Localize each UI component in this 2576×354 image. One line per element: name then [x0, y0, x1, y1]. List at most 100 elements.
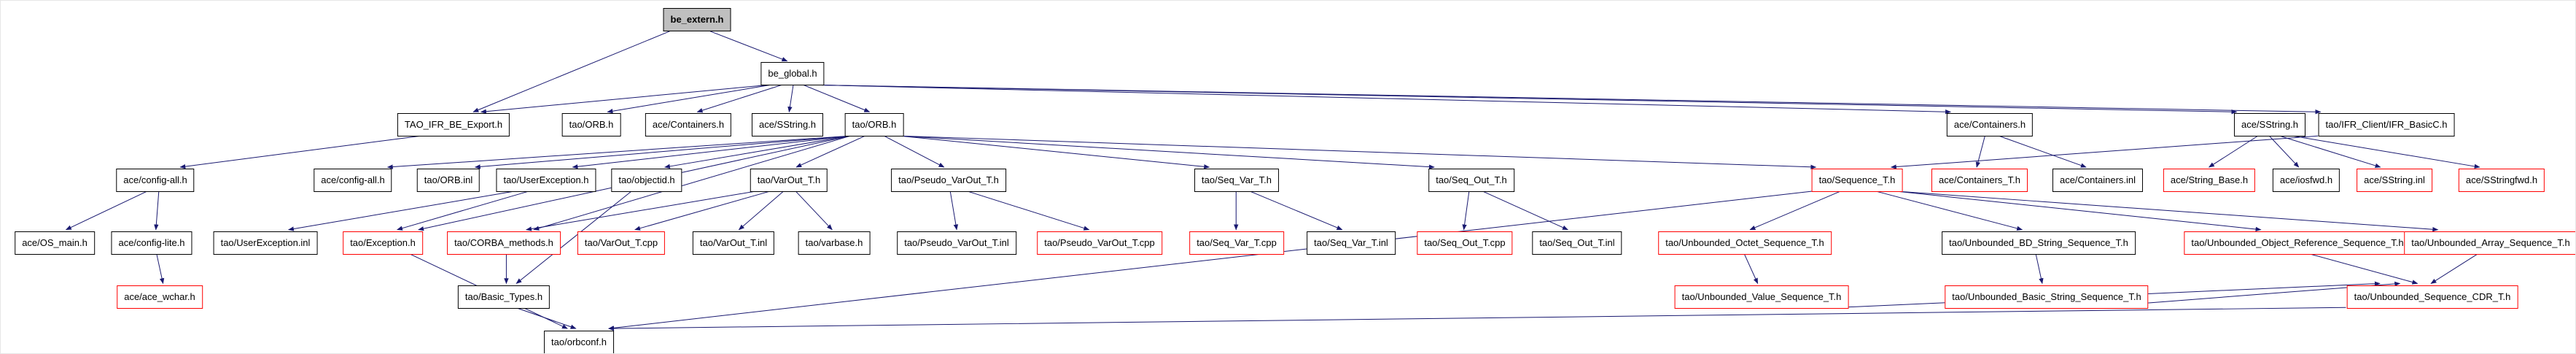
include-edge-containers_r-containers_inl: [1999, 135, 2087, 168]
graph-node-config_all_a[interactable]: ace/config-all.h: [116, 169, 195, 192]
include-edge-seq_out-seq_out_cpp: [1462, 191, 1470, 231]
graph-node-sstring_inl[interactable]: ace/SString.inl: [2357, 169, 2432, 192]
graph-node-be_extern: be_extern.h: [663, 8, 731, 31]
include-edge-be_global-containers_r: [821, 85, 1952, 115]
graph-node-varout_inl[interactable]: tao/VarOut_T.inl: [692, 231, 775, 255]
include-edge-be_global-ifr_basicc: [821, 85, 2322, 115]
graph-node-varbase[interactable]: tao/varbase.h: [798, 231, 871, 255]
include-edge-sequence_t-orbconf: [608, 191, 1813, 331]
include-edge-containers_r-containers_t: [1975, 136, 1985, 168]
include-edge-sstring_r-sstringfwd: [2292, 135, 2480, 169]
graph-node-seq_out[interactable]: tao/Seq_Out_T.h: [1428, 169, 1514, 192]
graph-node-unb_seq_cdr[interactable]: tao/Unbounded_Sequence_CDR_T.h: [2346, 285, 2518, 309]
graph-node-containers_inl[interactable]: ace/Containers.inl: [2052, 169, 2144, 192]
graph-node-varout_cpp[interactable]: tao/VarOut_T.cpp: [577, 231, 666, 255]
include-edge-sequence_t-unb_bd_string: [1875, 191, 2023, 231]
include-edge-varout_t-varout_inl: [738, 191, 785, 231]
include-edge-seq_out-seq_out_inl: [1482, 191, 1568, 231]
graph-node-ifr_be_export[interactable]: TAO_IFR_BE_Export.h: [397, 113, 510, 136]
graph-node-sstringfwd[interactable]: ace/SStringfwd.h: [2458, 169, 2545, 192]
graph-node-unb_value[interactable]: tao/Unbounded_Value_Sequence_T.h: [1674, 285, 1849, 309]
include-edge-be_global-orb1: [607, 85, 770, 114]
include-edge-seq_var-seq_var_inl: [1249, 191, 1343, 231]
graph-node-basic_types[interactable]: tao/Basic_Types.h: [457, 285, 550, 309]
graph-node-objectid[interactable]: tao/objectid.h: [611, 169, 682, 192]
include-edge-unb_octet-unb_value: [1743, 253, 1759, 285]
include-edge-sequence_t-unb_octet: [1749, 191, 1841, 231]
graph-node-unb_octet[interactable]: tao/Unbounded_Octet_Sequence_T.h: [1658, 231, 1832, 255]
include-edge-unb_seq_cdr-orbconf: [608, 307, 2346, 331]
graph-node-seq_out_inl[interactable]: tao/Seq_Out_T.inl: [1532, 231, 1622, 255]
include-edge-sequence_t-unb_array: [1895, 191, 2439, 232]
include-edge-basic_types-orbconf: [515, 307, 577, 329]
graph-node-orb1[interactable]: tao/ORB.h: [561, 113, 621, 136]
graph-node-seq_var_cpp[interactable]: tao/Seq_Var_T.cpp: [1189, 231, 1284, 255]
include-edge-be_global-ifr_be_export: [480, 85, 767, 114]
graph-node-iosfwd[interactable]: ace/iosfwd.h: [2272, 169, 2340, 192]
graph-node-unb_array[interactable]: tao/Unbounded_Array_Sequence_T.h: [2404, 231, 2575, 255]
include-edge-be_global-orb2: [803, 85, 871, 112]
include-edge-config_all_a-os_main: [65, 191, 148, 231]
include-edge-orb2-seq_out: [900, 135, 1435, 169]
include-edge-orb2-corba_methods: [533, 135, 851, 231]
graph-node-varout_t[interactable]: tao/VarOut_T.h: [750, 169, 828, 192]
include-edge-orb2-pseudo_varout: [884, 135, 945, 168]
include-edge-orb2-varout_t: [795, 135, 865, 168]
graph-node-seq_out_cpp[interactable]: tao/Seq_Out_T.cpp: [1417, 231, 1513, 255]
graph-node-exception[interactable]: tao/Exception.h: [343, 231, 423, 255]
graph-node-orb2[interactable]: tao/ORB.h: [844, 113, 904, 136]
graph-node-pseudo_varout_inl[interactable]: tao/Pseudo_VarOut_T.inl: [897, 231, 1016, 255]
graph-node-userexception_inl[interactable]: tao/UserException.inl: [213, 231, 318, 255]
include-edge-unb_obj_ref-unb_seq_cdr: [2308, 253, 2419, 285]
include-edge-be_extern-ifr_be_export: [472, 31, 670, 112]
include-edge-userexception-exception: [397, 191, 529, 231]
include-edge-orb2-sequence_t: [900, 135, 1817, 169]
graph-node-orb_inl[interactable]: tao/ORB.inl: [416, 169, 480, 192]
include-edge-userexception-userexception_inl: [287, 191, 515, 231]
include-edge-objectid-basic_types: [515, 191, 632, 284]
include-edge-orb2-objectid: [664, 135, 851, 169]
include-edge-varout_t-corba_methods: [526, 191, 757, 231]
include-edge-unb_bd_string-unb_basic_string: [2035, 253, 2044, 285]
include-edge-orb2-orb_inl: [474, 135, 851, 169]
graph-node-corba_methods[interactable]: tao/CORBA_methods.h: [447, 231, 561, 255]
graph-node-pseudo_varout_cpp[interactable]: tao/Pseudo_VarOut_T.cpp: [1037, 231, 1162, 255]
graph-node-sequence_t[interactable]: tao/Sequence_T.h: [1811, 169, 1903, 192]
graph-node-ifr_basicc[interactable]: tao/IFR_Client/IFR_BasicC.h: [2318, 113, 2455, 136]
include-edge-ifr_be_export-config_all_a: [179, 135, 421, 169]
graph-node-sstring_r[interactable]: ace/SString.h: [2233, 113, 2306, 136]
graph-node-userexception[interactable]: tao/UserException.h: [496, 169, 596, 192]
include-edge-config_lite-ace_wchar: [156, 253, 165, 285]
graph-node-unb_basic_string[interactable]: tao/Unbounded_Basic_String_Sequence_T.h: [1945, 285, 2149, 309]
include-edge-orb2-config_all_b: [386, 135, 851, 169]
include-edge-sstring_r-sstring_inl: [2279, 135, 2381, 168]
include-edge-sequence_t-unb_obj_ref: [1895, 191, 2262, 232]
graph-node-unb_bd_string[interactable]: tao/Unbounded_BD_String_Sequence_T.h: [1942, 231, 2136, 255]
graph-node-sstring_l[interactable]: ace/SString.h: [751, 113, 824, 136]
graph-node-orbconf[interactable]: tao/orbconf.h: [544, 331, 614, 353]
graph-node-pseudo_varout[interactable]: tao/Pseudo_VarOut_T.h: [891, 169, 1006, 192]
graph-node-config_all_b[interactable]: ace/config-all.h: [314, 169, 392, 192]
include-edge-unb_array-unb_seq_cdr: [2430, 253, 2478, 284]
graph-node-seq_var_inl[interactable]: tao/Seq_Var_T.inl: [1307, 231, 1396, 255]
graph-node-os_main[interactable]: ace/OS_main.h: [15, 231, 95, 255]
include-edge-ifr_basicc-sequence_t: [1890, 135, 2319, 169]
graph-node-seq_var[interactable]: tao/Seq_Var_T.h: [1194, 169, 1279, 192]
include-edge-be_extern-be_global: [709, 31, 788, 62]
include-edge-orb2-seq_var: [900, 135, 1210, 169]
include-edge-varout_t-varbase: [795, 191, 833, 231]
graph-node-config_lite[interactable]: ace/config-lite.h: [111, 231, 192, 255]
graph-node-containers_t[interactable]: ace/Containers_T.h: [1931, 169, 2028, 192]
graph-node-string_base[interactable]: ace/String_Base.h: [2163, 169, 2256, 192]
graph-node-containers_l[interactable]: ace/Containers.h: [645, 113, 732, 136]
include-edge-sstring_r-iosfwd: [2269, 135, 2300, 168]
graph-node-containers_r[interactable]: ace/Containers.h: [1946, 113, 2034, 136]
include-edge-orb2-userexception: [572, 135, 851, 169]
include-edge-be_global-sstring_l: [787, 85, 794, 113]
graph-node-unb_obj_ref[interactable]: tao/Unbounded_Object_Reference_Sequence_…: [2184, 231, 2411, 255]
include-edge-config_all_a-config_lite: [154, 191, 160, 231]
graph-node-be_global[interactable]: be_global.h: [760, 62, 825, 85]
include-edge-varout_t-varout_cpp: [634, 191, 771, 231]
graph-node-ace_wchar[interactable]: ace/ace_wchar.h: [117, 285, 203, 309]
